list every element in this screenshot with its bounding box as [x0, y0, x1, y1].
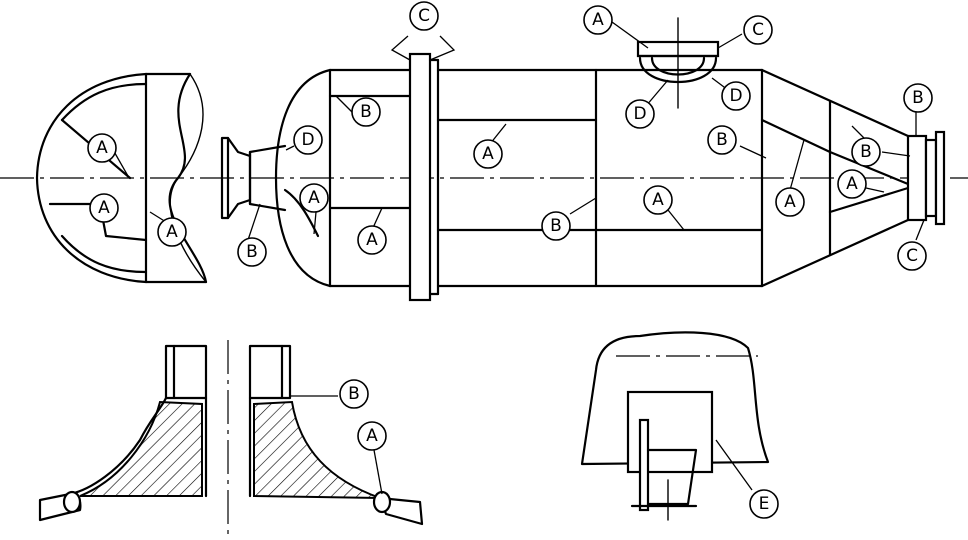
- label-c-top-nozzle: C: [743, 15, 773, 45]
- svg-text:A: A: [482, 144, 494, 164]
- svg-text:C: C: [418, 6, 430, 26]
- label-a-shell-lower: A: [357, 225, 387, 255]
- svg-text:D: D: [633, 104, 646, 124]
- detail-e-drawing: [580, 331, 770, 521]
- label-a-left-head-lower: A: [89, 193, 119, 223]
- label-a-cone-inner: A: [837, 169, 867, 199]
- label-b-outlet-top: B: [903, 83, 933, 113]
- svg-text:B: B: [716, 130, 728, 150]
- svg-text:B: B: [860, 142, 872, 162]
- svg-text:A: A: [366, 426, 378, 446]
- label-d-top-nozzle-left: D: [625, 99, 655, 129]
- label-d-top-nozzle-right: D: [721, 81, 751, 111]
- svg-text:C: C: [752, 20, 764, 40]
- svg-text:A: A: [308, 188, 320, 208]
- svg-text:A: A: [592, 10, 604, 30]
- svg-text:A: A: [366, 230, 378, 250]
- label-b-nozzle: B: [237, 237, 267, 267]
- label-a-top-nozzle: A: [583, 5, 613, 35]
- svg-text:B: B: [246, 242, 258, 262]
- label-a-shell-right: A: [643, 185, 673, 215]
- label-b-shell-seam: B: [541, 211, 571, 241]
- svg-text:B: B: [912, 88, 924, 108]
- svg-text:A: A: [96, 138, 108, 158]
- svg-text:A: A: [652, 190, 664, 210]
- svg-text:D: D: [729, 86, 742, 106]
- vessel-drawing: [220, 17, 946, 302]
- label-a-cone-plate: A: [775, 187, 805, 217]
- label-e-detail: E: [749, 489, 779, 519]
- svg-text:A: A: [784, 192, 796, 212]
- svg-text:D: D: [301, 130, 314, 150]
- label-b-fillet-detail: B: [339, 379, 369, 409]
- label-a-left-head-upper: A: [87, 133, 117, 163]
- leader-lines: [95, 21, 925, 495]
- label-a-fillet-detail: A: [357, 421, 387, 451]
- label-c-flange: C: [409, 1, 439, 31]
- svg-text:C: C: [906, 246, 918, 266]
- label-c-outlet-flange: C: [897, 241, 927, 271]
- svg-text:E: E: [759, 494, 770, 514]
- svg-text:A: A: [166, 222, 178, 242]
- svg-text:A: A: [846, 174, 858, 194]
- svg-text:B: B: [550, 216, 562, 236]
- svg-text:B: B: [348, 384, 360, 404]
- svg-text:A: A: [98, 198, 110, 218]
- label-a-shell-plate: A: [473, 139, 503, 169]
- label-b-head-shell: B: [351, 97, 381, 127]
- label-a-head-inner: A: [299, 183, 329, 213]
- fillet-detail-drawing: [38, 340, 424, 540]
- label-a-left-head-break: A: [157, 217, 187, 247]
- label-d-head-nozzle: D: [293, 125, 323, 155]
- svg-text:B: B: [360, 102, 372, 122]
- label-b-cone-seam: B: [707, 125, 737, 155]
- label-b-cone-inner: B: [851, 137, 881, 167]
